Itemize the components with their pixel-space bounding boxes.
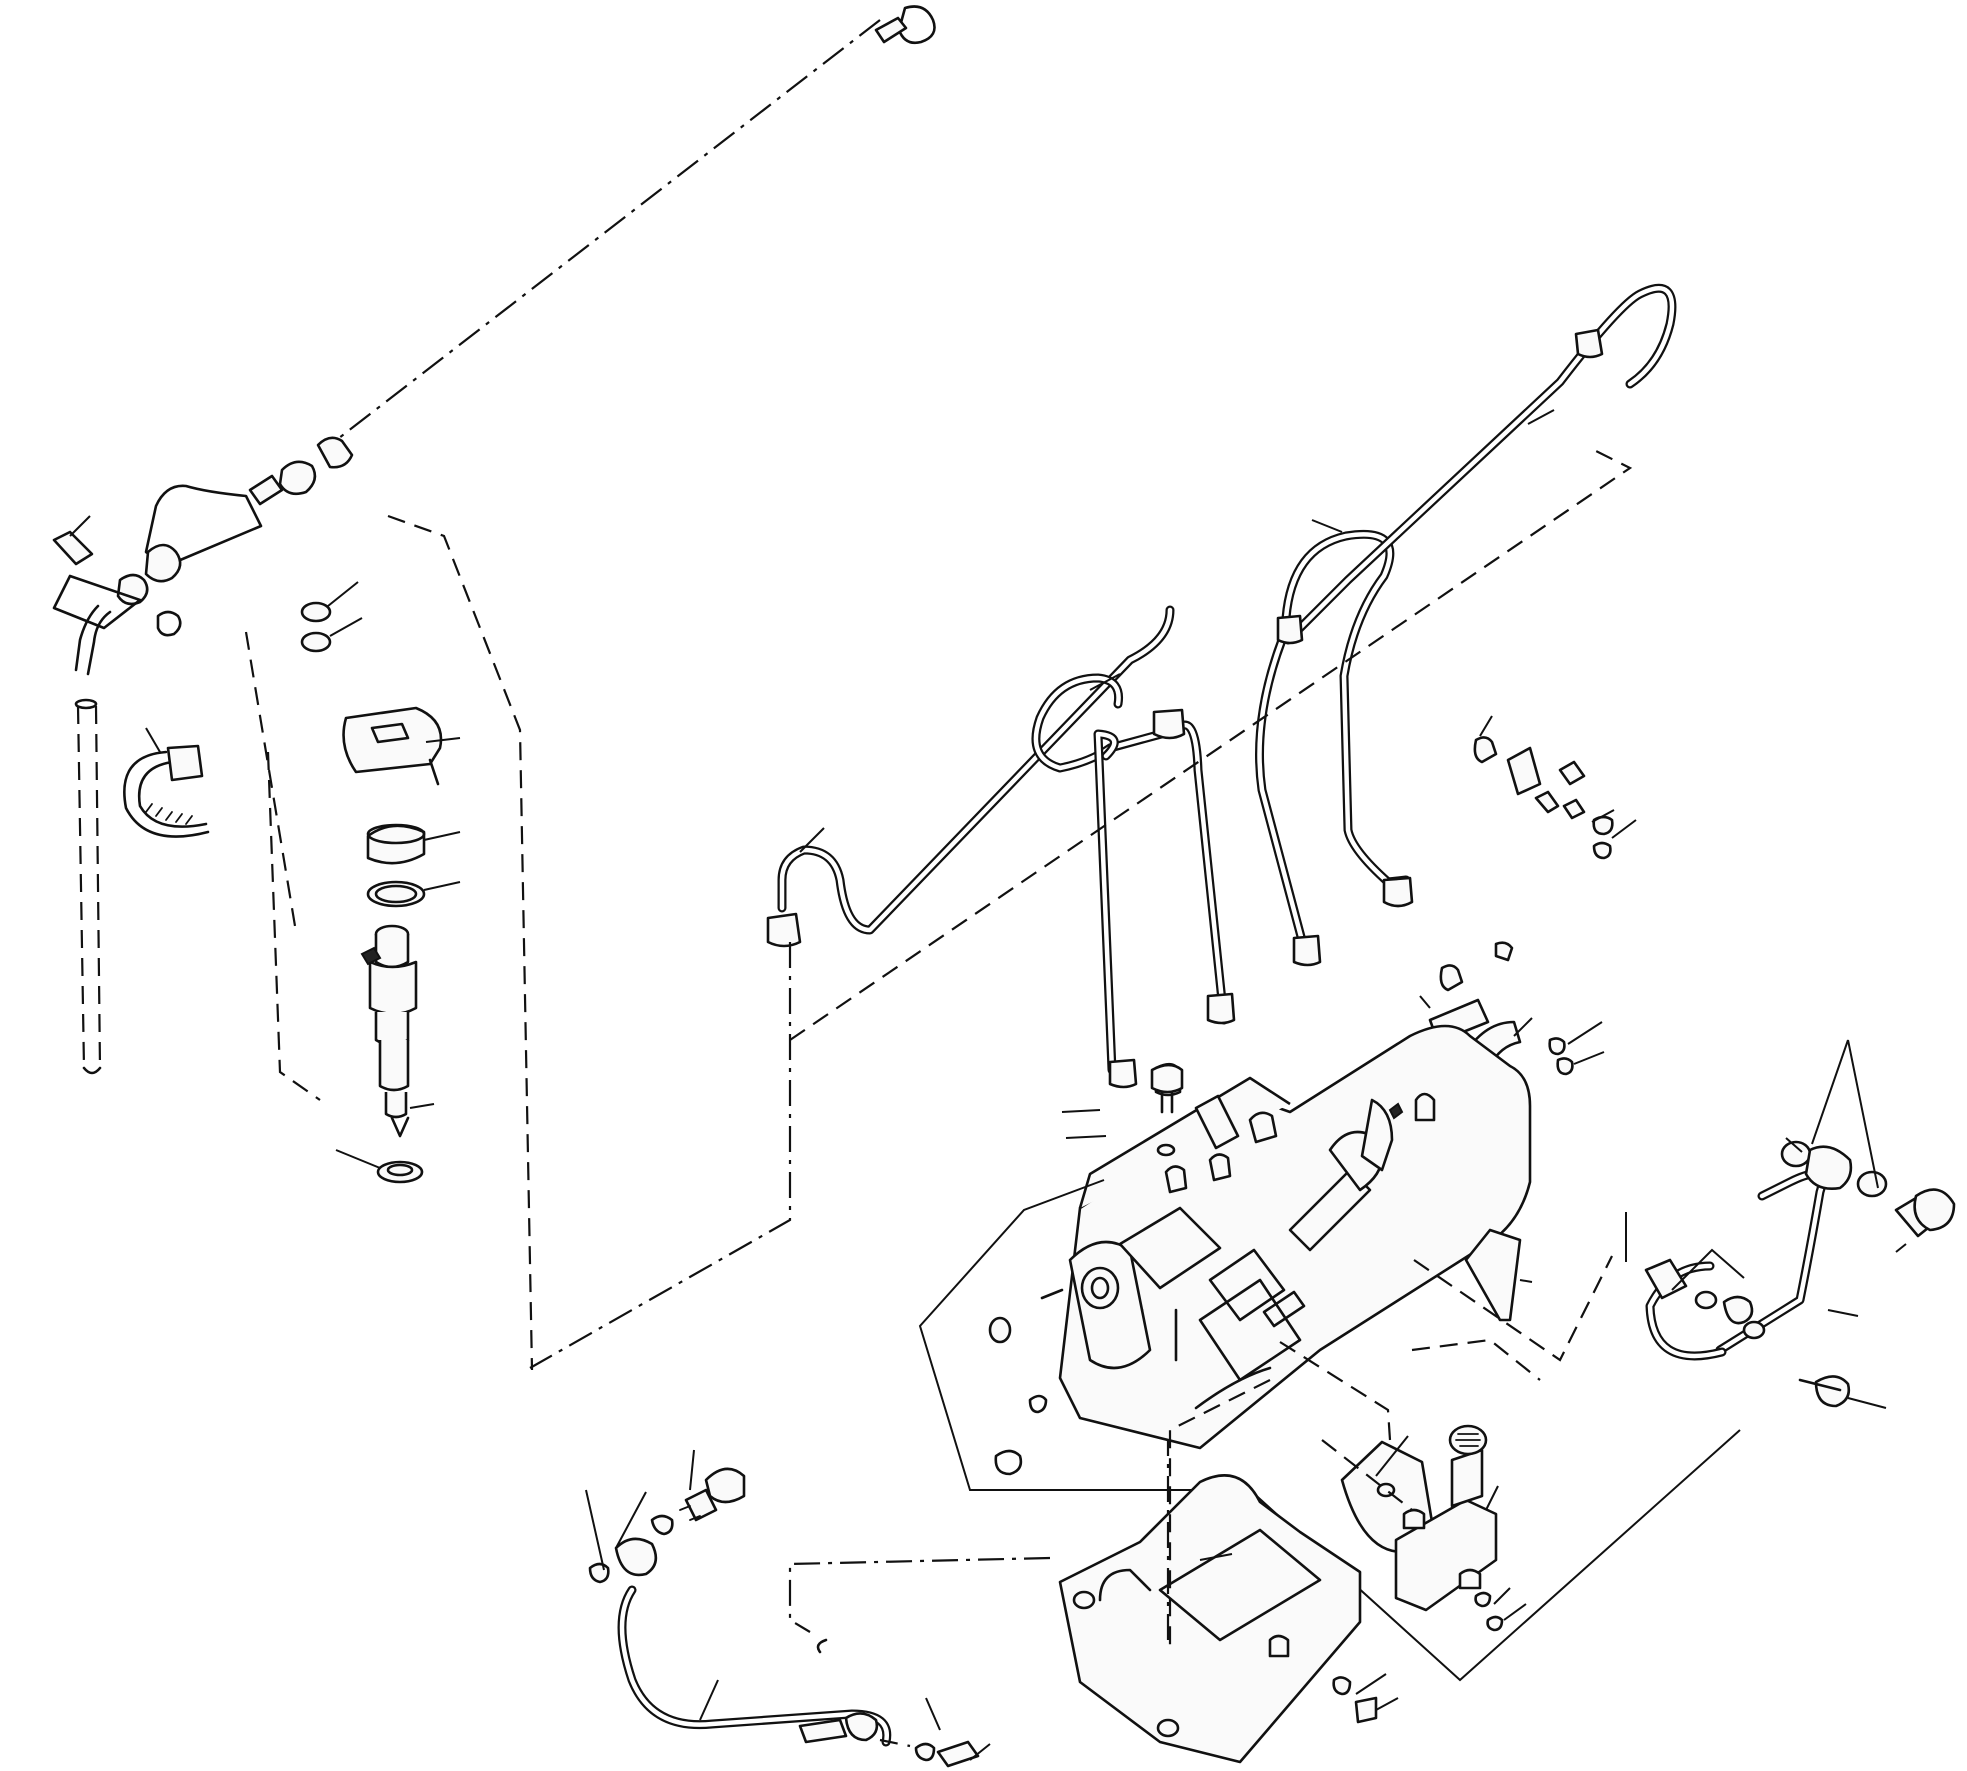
fuel-injection-pump[interactable] (918, 1024, 1741, 1682)
oil-feed-pipe[interactable] (1625, 1039, 1956, 1409)
fuel-feed-pump[interactable] (1321, 1424, 1527, 1632)
injection-pipes[interactable] (529, 283, 1677, 1369)
injector-gasket-washers[interactable] (366, 823, 461, 908)
hose-clamp[interactable] (123, 727, 210, 838)
fuel-injector-nozzle[interactable] (244, 514, 534, 1371)
pipe-clamp-set-upper[interactable] (1473, 715, 1637, 860)
assembly-guide-lines (1168, 1338, 1541, 1650)
fuel-return-hose[interactable] (144, 5, 936, 568)
lubrication-hose[interactable] (585, 1449, 1051, 1768)
pump-bracket[interactable] (1058, 1440, 1399, 1764)
overflow-pipe-fitting[interactable] (52, 515, 182, 676)
return-hose-pipe[interactable] (74, 698, 102, 1075)
injector-holder-clamp[interactable] (300, 581, 461, 786)
